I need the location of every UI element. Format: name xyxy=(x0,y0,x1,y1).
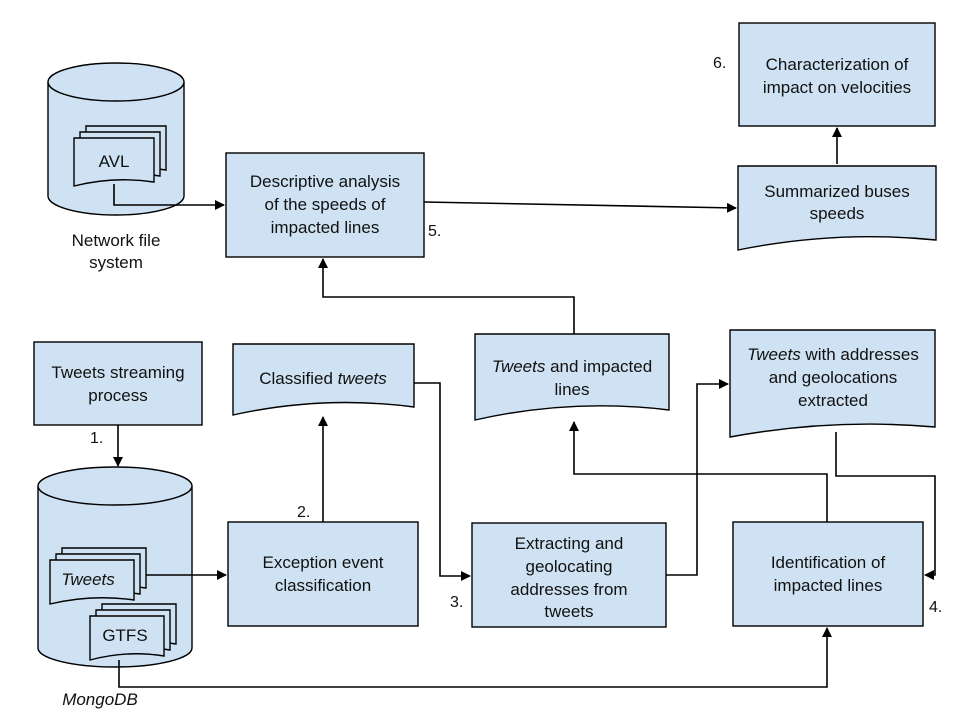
edge-addresses-to-identification xyxy=(835,432,936,580)
tweets-impacted-lines-node: Tweets and impacted lines xyxy=(474,333,670,421)
tweets-doc-label: Tweets xyxy=(61,570,115,589)
step-4-label: 4. xyxy=(929,599,942,616)
summarized-line-1: Summarized buses xyxy=(764,182,910,201)
characterization-line-2: impact on velocities xyxy=(763,78,911,97)
extracting-line-3: addresses from xyxy=(510,580,627,599)
edge-tweets-lines-to-descriptive xyxy=(318,258,575,334)
mongodb-store: Tweets GTFS xyxy=(37,466,193,668)
extracting-line-1: Extracting and xyxy=(515,534,624,553)
classified-tweets-label: Classified tweets xyxy=(259,369,387,388)
identification-line-1: Identification of xyxy=(771,553,886,572)
edge-gtfs-to-identification xyxy=(118,627,832,688)
summarized-speeds-node: Summarized buses speeds xyxy=(737,165,937,251)
tweets-streaming-line-1: Tweets streaming xyxy=(51,363,184,382)
tweets-document: Tweets xyxy=(49,547,147,605)
edge-classified-to-extracting xyxy=(414,382,471,581)
summarized-line-2: speeds xyxy=(810,204,865,223)
descriptive-line-2: of the speeds of xyxy=(265,195,386,214)
extracting-line-4: tweets xyxy=(544,602,593,621)
step-1-label: 1. xyxy=(90,430,103,447)
extracting-line-2: geolocating xyxy=(526,557,613,576)
step-3-label: 3. xyxy=(450,594,463,611)
tweets-addresses-line-1: Tweets with addresses xyxy=(747,345,919,364)
descriptive-line-1: Descriptive analysis xyxy=(250,172,400,191)
mongodb-label: MongoDB xyxy=(62,690,138,709)
tweets-impacted-line-1: Tweets and impacted xyxy=(492,357,652,376)
exception-classification-line-2: classification xyxy=(275,576,371,595)
edge-descriptive-to-summarized xyxy=(423,201,737,213)
tweets-addresses-line-2: and geolocations xyxy=(769,368,898,387)
edge-avl-to-descriptive xyxy=(113,184,225,210)
identification-line-2: impacted lines xyxy=(774,576,883,595)
network-file-system-label-1: Network file xyxy=(72,231,161,250)
tweets-streaming-line-2: process xyxy=(88,386,148,405)
classified-tweets-node: Classified tweets xyxy=(232,343,415,416)
network-file-system-store: AVL xyxy=(47,62,185,216)
extracting-geolocating-node: Extracting and geolocating addresses fro… xyxy=(471,522,667,628)
avl-document: AVL xyxy=(73,125,167,187)
gtfs-document: GTFS xyxy=(89,603,177,661)
edge-identification-to-tweets-lines xyxy=(569,421,828,522)
avl-label: AVL xyxy=(99,152,130,171)
characterization-line-1: Characterization of xyxy=(766,55,909,74)
tweets-addresses-node: Tweets with addresses and geolocations e… xyxy=(729,329,936,438)
gtfs-doc-label: GTFS xyxy=(102,626,147,645)
descriptive-line-3: impacted lines xyxy=(271,218,380,237)
descriptive-analysis-node: Descriptive analysis of the speeds of im… xyxy=(225,152,425,258)
exception-classification-node: Exception event classification xyxy=(227,521,419,627)
step-6-label: 6. xyxy=(713,55,726,72)
characterization-node: Characterization of impact on velocities xyxy=(738,22,936,127)
tweets-impacted-line-2: lines xyxy=(555,380,590,399)
identification-node: Identification of impacted lines xyxy=(732,521,924,627)
exception-classification-line-1: Exception event xyxy=(263,553,384,572)
step-5-label: 5. xyxy=(428,223,441,240)
step-2-label: 2. xyxy=(297,504,310,521)
tweets-addresses-line-3: extracted xyxy=(798,391,868,410)
tweets-streaming-node: Tweets streaming process xyxy=(33,341,203,426)
edge-extracting-to-addresses xyxy=(666,379,729,576)
network-file-system-label-2: system xyxy=(89,253,143,272)
